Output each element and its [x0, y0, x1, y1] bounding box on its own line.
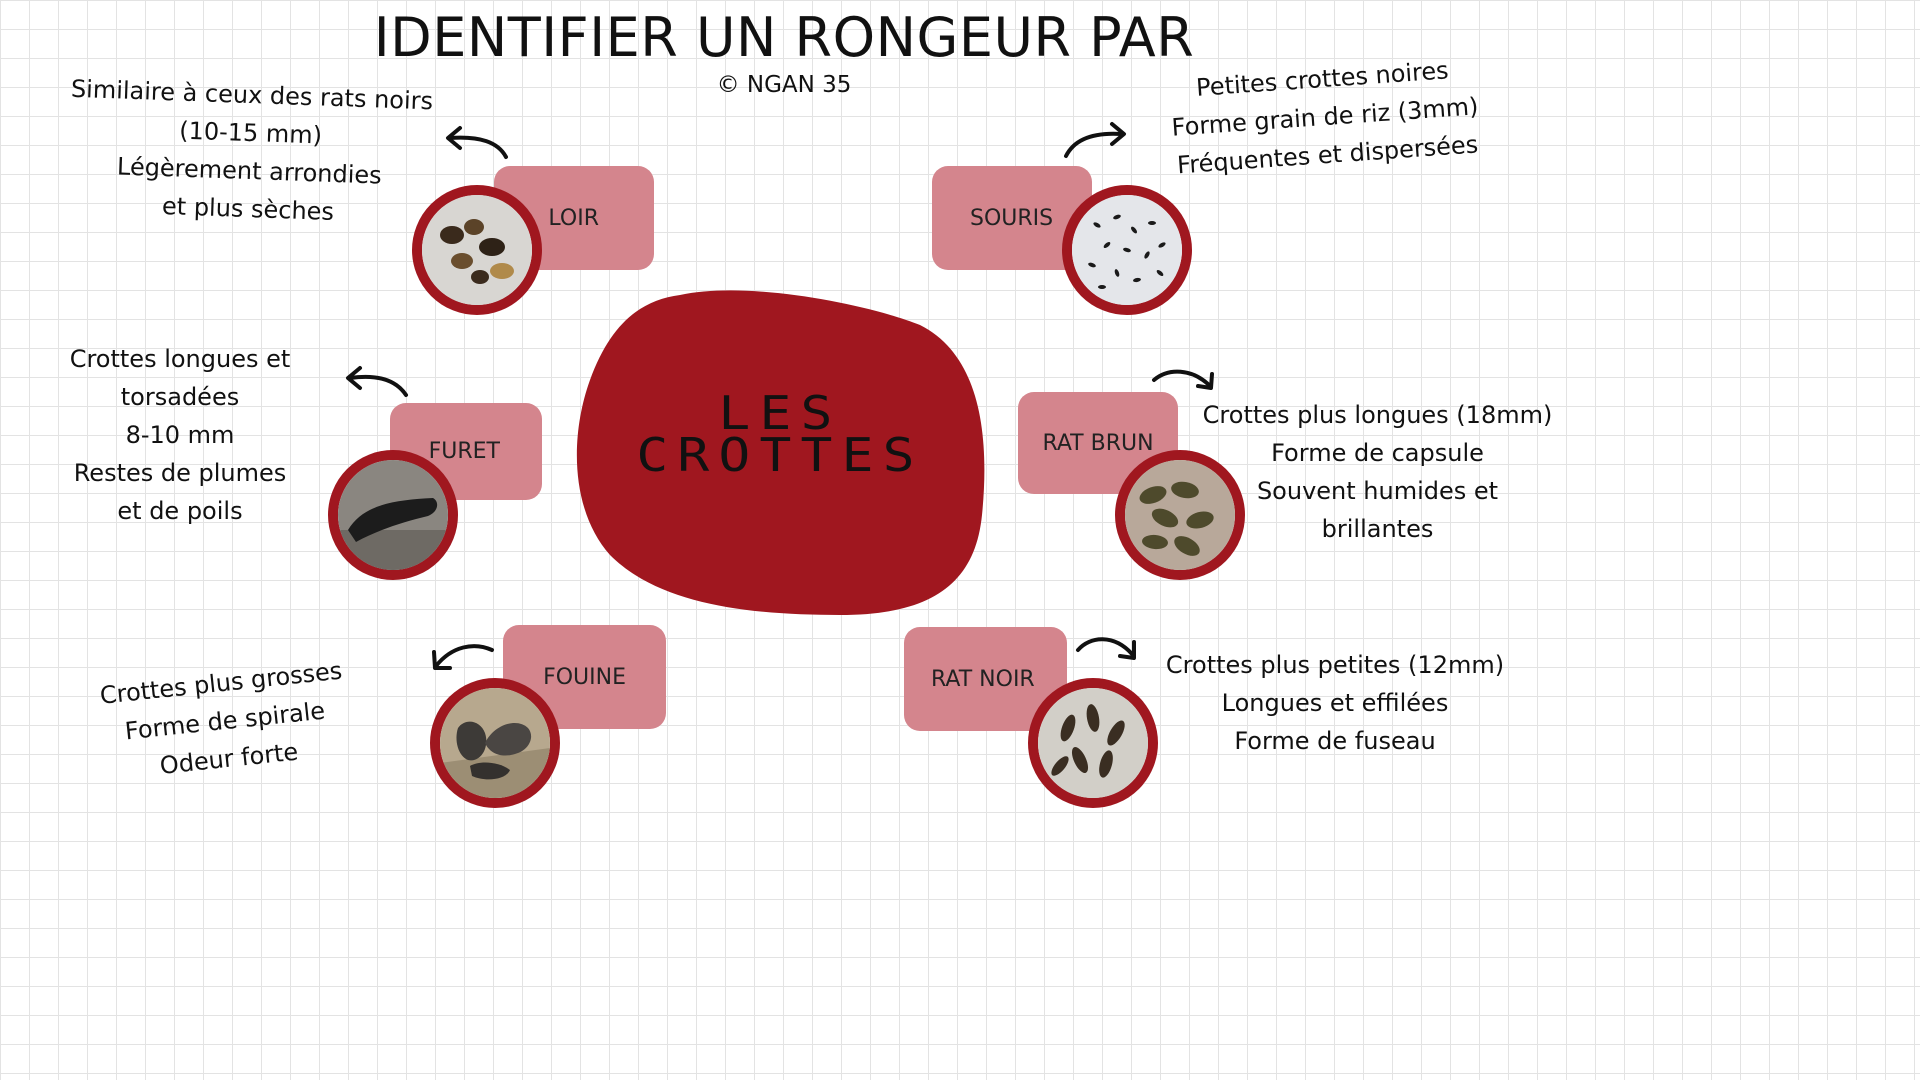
desc-fouine: Crottes plus grosses Forme de spirale Od…: [85, 650, 365, 792]
center-title: LES CROTTES: [556, 386, 1005, 482]
page-title: IDENTIFIER UN RONGEUR PAR: [373, 6, 1195, 69]
center-title-line2: CROTTES: [636, 428, 924, 482]
photo-loir: [412, 185, 542, 315]
desc-rat-brun-line: Souvent humides et: [1256, 477, 1499, 505]
photo-rat-brun: [1115, 450, 1245, 580]
photo-rat-noir: [1028, 678, 1158, 808]
desc-rat-brun-line: Forme de capsule: [1271, 439, 1484, 467]
desc-furet-line: 8-10 mm: [125, 421, 235, 449]
desc-rat-brun-line: brillantes: [1321, 515, 1434, 543]
desc-furet-line: Crottes longues et: [69, 345, 291, 373]
arrow-furet-icon: [346, 366, 408, 397]
desc-furet-line: torsadées: [120, 383, 240, 411]
desc-rat-noir-line: Crottes plus petites (12mm): [1165, 651, 1505, 679]
desc-loir: Similaire à ceux des rats noirs (10-15 m…: [57, 69, 442, 234]
photo-fouine: [430, 678, 560, 808]
desc-rat-noir-line: Longues et effilées: [1221, 689, 1449, 717]
arrow-rat-brun-icon: [1152, 369, 1214, 390]
desc-furet: Crottes longues et torsadées 8-10 mm Res…: [30, 340, 330, 530]
desc-furet-line: et de poils: [117, 497, 243, 525]
photo-souris: [1062, 185, 1192, 315]
arrow-fouine-icon: [432, 644, 494, 670]
desc-souris: Petites crottes noires Forme grain de ri…: [1146, 48, 1503, 186]
desc-rat-brun: Crottes plus longues (18mm) Forme de cap…: [1200, 396, 1555, 548]
arrow-souris-icon: [1064, 122, 1126, 158]
arrow-rat-noir-icon: [1076, 637, 1136, 660]
photo-furet: [328, 450, 458, 580]
desc-rat-brun-line: Crottes plus longues (18mm): [1202, 401, 1553, 429]
arrow-loir-icon: [446, 126, 508, 159]
desc-furet-line: Restes de plumes: [73, 459, 287, 487]
center-blob: [576, 290, 985, 615]
center-title-line1: LES: [718, 386, 842, 440]
desc-rat-noir-line: Forme de fuseau: [1234, 727, 1436, 755]
credit: © NGAN 35: [716, 72, 852, 98]
desc-rat-noir: Crottes plus petites (12mm) Longues et e…: [1160, 646, 1510, 760]
